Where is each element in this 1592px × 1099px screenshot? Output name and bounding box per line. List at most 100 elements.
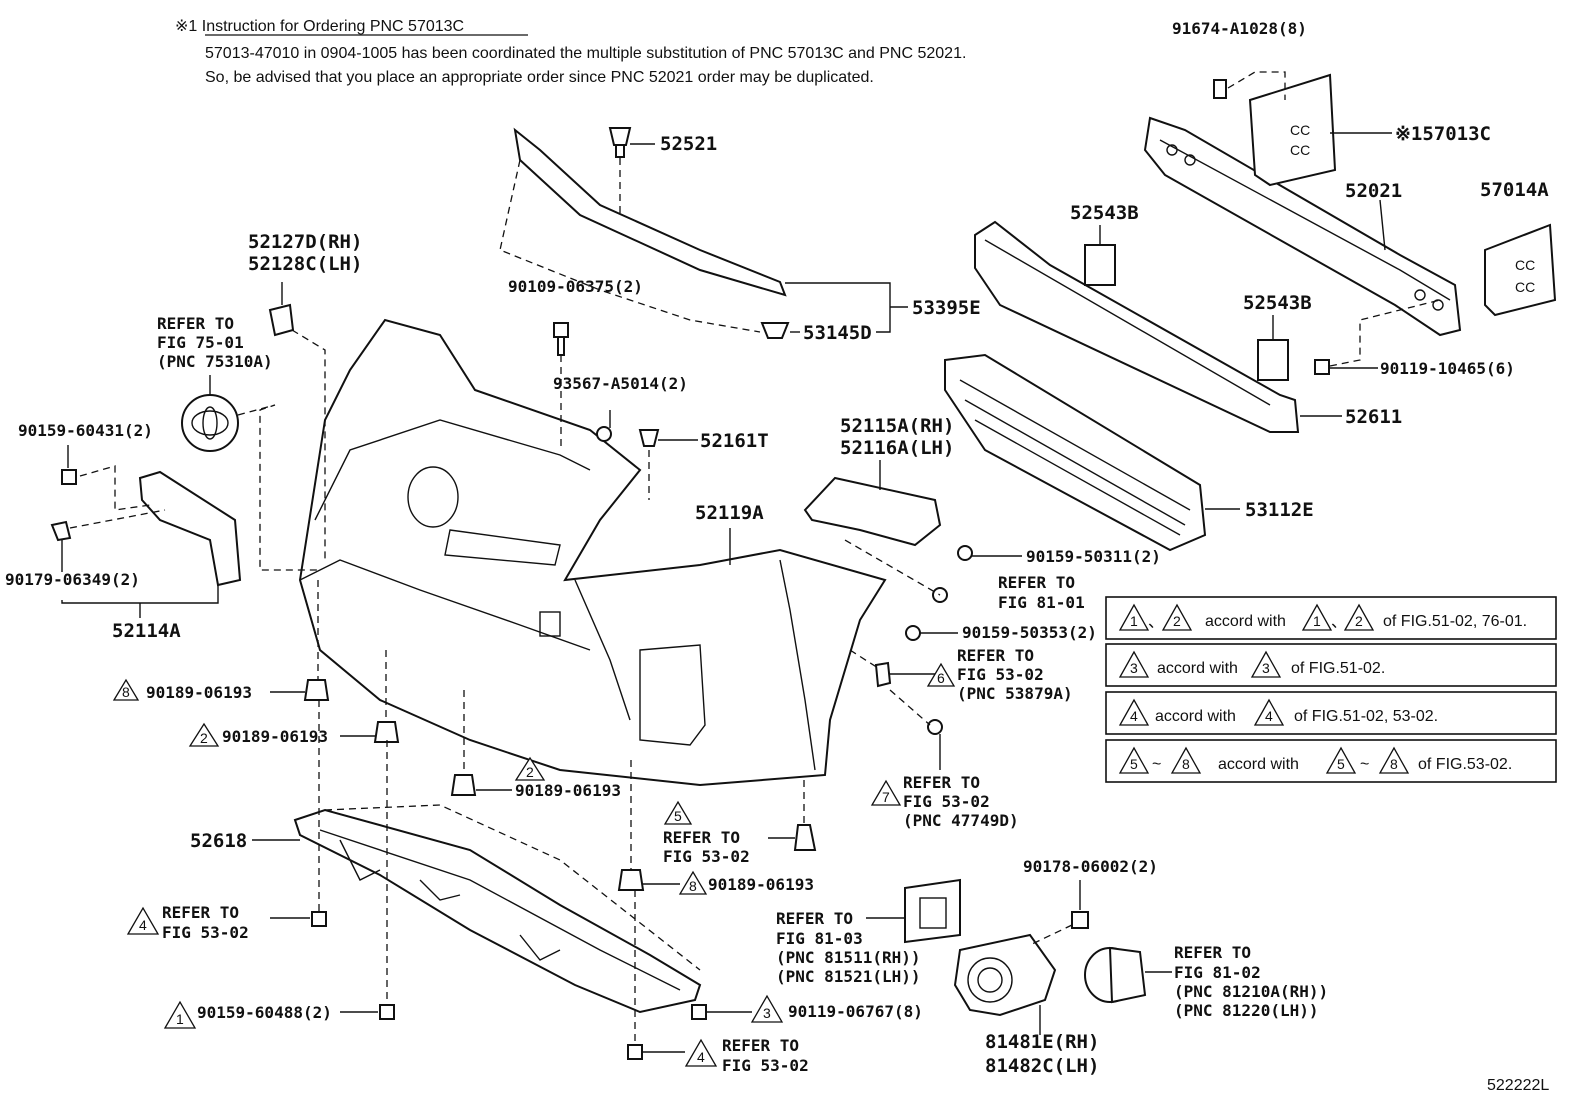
svg-text:4: 4 [139, 917, 147, 933]
svg-text:1: 1 [176, 1011, 184, 1027]
label-90179: 90179-06349(2) [5, 570, 140, 589]
label-90189-8a: 90189-06193 [146, 683, 252, 702]
svg-text:4: 4 [1265, 708, 1273, 724]
svg-text:5: 5 [1337, 756, 1345, 772]
label-90159-50353: 90159-50353(2) [962, 623, 1097, 642]
svg-text:8: 8 [689, 878, 697, 894]
label-52543b-2: 52543B [1243, 292, 1312, 314]
dash-emblem [237, 404, 320, 571]
license-bracket-52114a [138, 470, 242, 587]
svg-text:accord with: accord with [1157, 660, 1238, 677]
label-refer8103-b: FIG 81-03 [776, 929, 863, 948]
label-52128c: 52128C(LH) [248, 253, 362, 275]
label-93567: 93567-A5014(2) [553, 374, 688, 393]
fog-lamp-81210a [1084, 946, 1147, 1004]
lower-grille-53112e [944, 353, 1207, 552]
clip-90189-8b [617, 869, 645, 891]
bolt-90159-60488 [379, 1004, 395, 1020]
label-90189-2a: 90189-06193 [222, 727, 328, 746]
svg-text:of FIG.53-02.: of FIG.53-02. [1418, 756, 1512, 773]
label-refer8103-a: REFER TO [776, 909, 853, 928]
under-cover-52618 [293, 808, 702, 1014]
label-90189-2b: 90189-06193 [515, 781, 621, 800]
svg-text:4: 4 [697, 1049, 705, 1065]
label-refer8102-d: (PNC 81220(LH)) [1174, 1001, 1319, 1020]
cap-52127d [268, 303, 295, 337]
svg-text:8: 8 [122, 684, 130, 700]
svg-text:CC: CC [1515, 279, 1535, 295]
svg-text:of FIG.51-02, 76-01.: of FIG.51-02, 76-01. [1383, 613, 1527, 630]
clip-90189-8a [303, 679, 330, 701]
label-90119-10465: 90119-10465(6) [1380, 359, 1515, 378]
legend-row-3: 4 accord with 4 of FIG.51-02, 53-02. [1105, 691, 1557, 735]
clip-90189-2a [373, 721, 400, 743]
label-refer5302-6a: REFER TO [957, 646, 1034, 665]
triangle-4-a: 4 [126, 906, 160, 935]
dash-screw-7 [889, 689, 931, 726]
svg-text:、: 、 [1331, 614, 1347, 631]
bolt-90119-06767 [691, 1004, 707, 1020]
label-53145d: 53145D [803, 322, 872, 344]
svg-text:5: 5 [674, 808, 682, 824]
triangle-5-a: 5 [663, 800, 693, 825]
label-90189-8b: 90189-06193 [708, 875, 814, 894]
label-52127d: 52127D(RH) [248, 231, 362, 253]
svg-text:2: 2 [1173, 613, 1181, 629]
label-refer5302-7b: FIG 53-02 [903, 792, 990, 811]
label-refer75-c: (PNC 75310A) [157, 352, 273, 371]
label-81481e: 81481E(RH) [985, 1031, 1099, 1053]
bracket-57014a: CC CC [1484, 223, 1557, 317]
bracket-52114a [61, 585, 219, 618]
retainer-52115a [803, 476, 942, 547]
screw-93567 [596, 426, 612, 442]
svg-text:~: ~ [1360, 756, 1369, 773]
label-53395e: 53395E [912, 297, 981, 319]
label-refer5302-6b: FIG 53-02 [957, 665, 1044, 684]
label-91674: 91674-A1028(8) [1172, 19, 1307, 38]
label-90159-50311: 90159-50311(2) [1026, 547, 1161, 566]
upper-molding [513, 127, 787, 297]
legend-row-2: 3 accord with 3 of FIG.51-02. [1105, 643, 1557, 687]
screw-refer-7 [927, 719, 943, 735]
clip-90179 [50, 520, 72, 542]
leader-52021 [1379, 199, 1386, 251]
bolt-refer-4b [627, 1044, 643, 1060]
triangle-7-a: 7 [870, 779, 902, 806]
energy-absorber-52611 [974, 220, 1300, 433]
note-line-2: So, be advised that you place an appropr… [205, 69, 874, 86]
label-90159-60431: 90159-60431(2) [18, 421, 153, 440]
label-refer5302-4d: FIG 53-02 [722, 1056, 809, 1075]
label-90178: 90178-06002(2) [1023, 857, 1158, 876]
fog-bezel-81-03 [904, 878, 961, 944]
label-52115a: 52115A(RH) [840, 415, 954, 437]
svg-text:、: 、 [1148, 614, 1164, 631]
label-52618: 52618 [190, 830, 247, 852]
label-53112e: 53112E [1245, 499, 1314, 521]
note-title: ※1 Instruction for Ordering PNC 57013C [175, 18, 464, 35]
clip-90189-2b [450, 774, 477, 796]
svg-text:CC: CC [1290, 122, 1310, 138]
clip-refer-6 [874, 661, 892, 688]
svg-text:1: 1 [1313, 613, 1321, 629]
label-81482c: 81482C(LH) [985, 1055, 1099, 1077]
triangle-4-b: 4 [684, 1038, 718, 1067]
front-bumper-cover-52119a [298, 318, 887, 787]
bumper-reinforcement-52021 [1143, 116, 1462, 337]
triangle-8-a: 8 [112, 678, 140, 701]
svg-text:accord with: accord with [1205, 613, 1286, 630]
label-refer5302-5a: REFER TO [663, 828, 740, 847]
label-refer5302-7a: REFER TO [903, 773, 980, 792]
label-refer5302-4a: REFER TO [162, 903, 239, 922]
screw-90178 [1071, 911, 1089, 929]
dash-91674 [1227, 71, 1286, 100]
bolt-90119-10465 [1314, 359, 1330, 375]
label-refer8103-d: (PNC 81521(LH)) [776, 967, 921, 986]
label-52021: 52021 [1345, 180, 1402, 202]
label-refer8102-c: (PNC 81210A(RH)) [1174, 982, 1328, 1001]
bracket-57013c: CC CC [1248, 73, 1337, 187]
dash-90178 [1029, 924, 1073, 946]
label-52114a: 52114A [112, 620, 181, 642]
fog-bracket-81481e [953, 933, 1057, 1017]
